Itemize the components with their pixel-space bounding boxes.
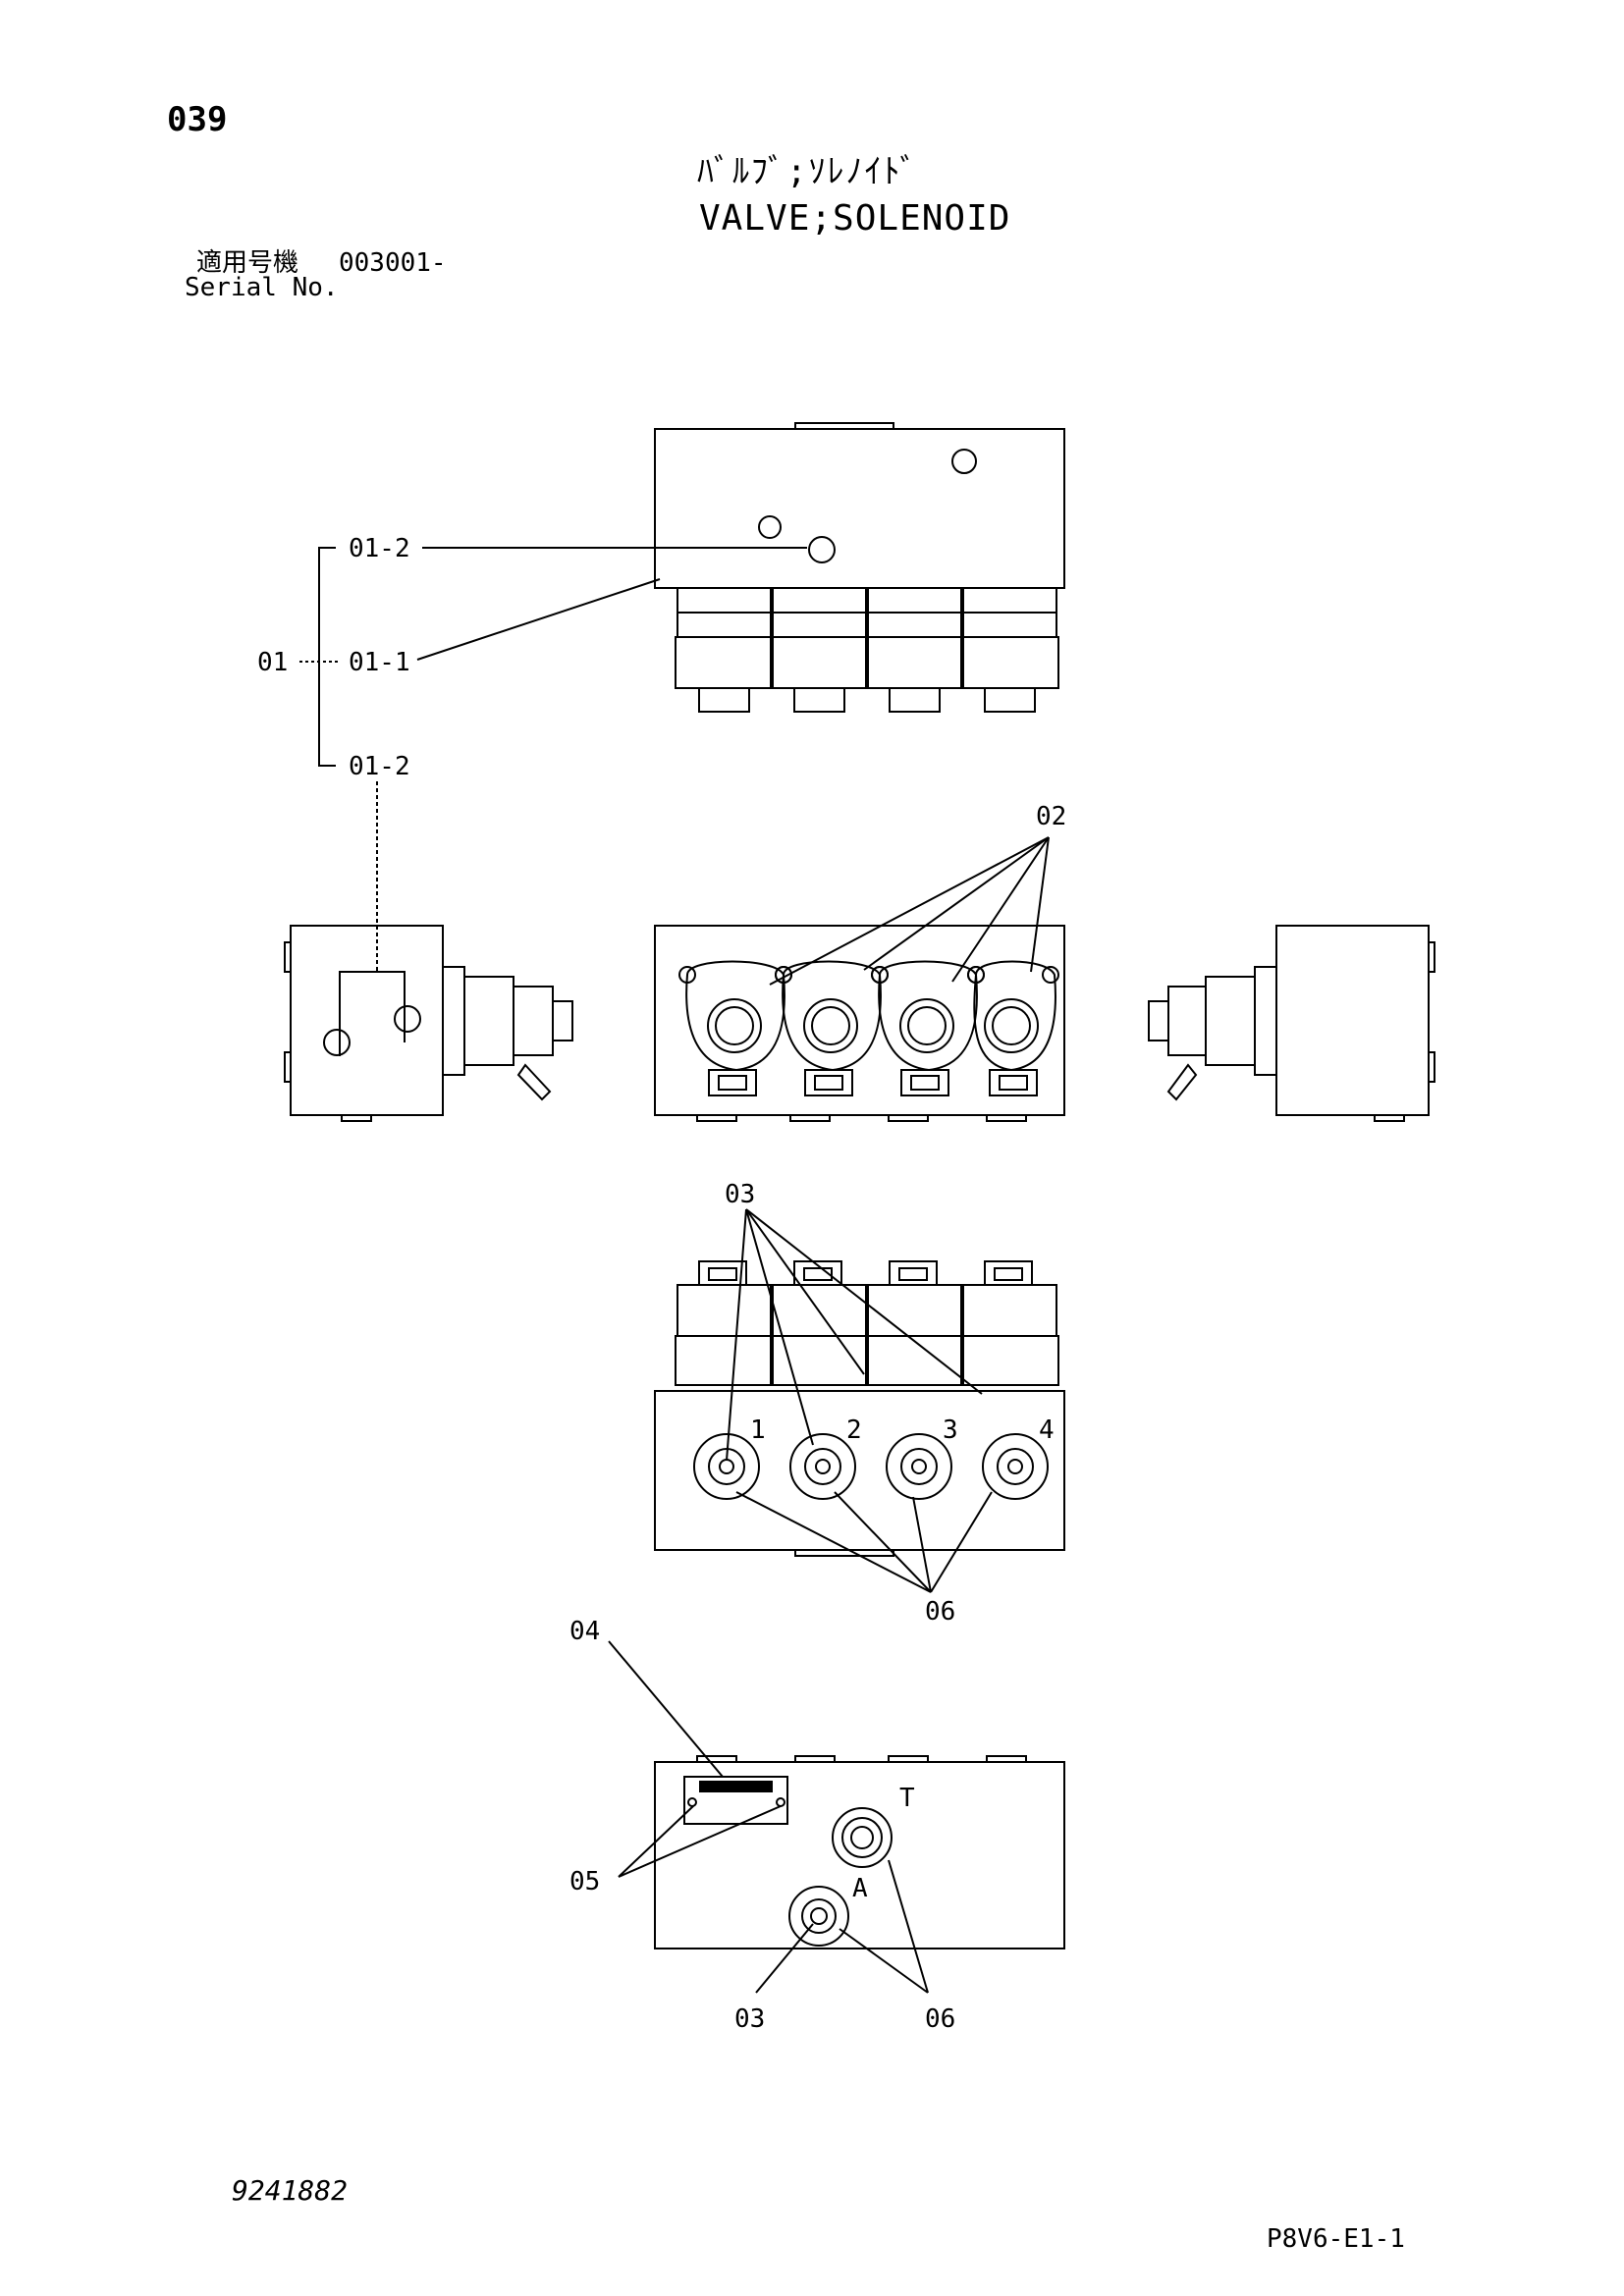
callout-06-upper: 06 <box>925 1597 955 1627</box>
leader-06-upper <box>735 1491 993 1593</box>
port-label-1: 1 <box>750 1415 766 1445</box>
leader-02 <box>769 836 1050 986</box>
callout-labels: 01-2 01 01-1 01-2 02 03 1 2 3 4 06 04 T … <box>257 534 1066 2034</box>
leader-05 <box>618 1805 694 1878</box>
callout-01-2-top: 01-2 <box>349 534 410 563</box>
serial-value: 003001- <box>339 248 447 278</box>
front-view <box>654 836 1065 1122</box>
port-label-4: 4 <box>1039 1415 1055 1445</box>
port-T <box>832 1807 893 1868</box>
port-side-view <box>654 1208 1065 1593</box>
callout-06-lower: 06 <box>925 2004 955 2034</box>
name-plate <box>683 1776 788 1825</box>
front-view-coil-2 <box>775 960 889 1096</box>
top-view-block-body <box>654 428 1065 589</box>
port-view-port-3 <box>886 1433 952 1500</box>
top-view-port-hole <box>951 449 977 474</box>
leader-03-lower <box>755 1923 814 1994</box>
front-view-body <box>654 925 1065 1116</box>
top-view <box>654 422 1065 713</box>
port-label-2: 2 <box>846 1415 862 1445</box>
leader-05 <box>618 1805 782 1878</box>
port-view-solenoid-2 <box>770 1260 869 1386</box>
title-japanese: ﾊﾞﾙﾌﾞ;ｿﾚﾉｲﾄﾞ <box>697 152 919 191</box>
top-view-plug-01-2 <box>808 536 836 563</box>
serial-label-japanese: 適用号機 <box>196 248 299 278</box>
serial-label-english: Serial No. <box>185 273 339 302</box>
port-label-A: A <box>852 1874 868 1903</box>
top-view-solenoid-4 <box>960 587 1059 713</box>
callout-01-group <box>299 547 807 972</box>
leader-01-1 <box>416 578 661 661</box>
callout-01: 01 <box>257 648 288 677</box>
callout-01-1: 01-1 <box>349 648 410 677</box>
leader-06-lower <box>839 1928 929 1994</box>
bottom-view <box>608 1640 1065 1994</box>
document-number: 9241882 <box>232 2174 349 2207</box>
left-view-plug <box>394 1005 421 1033</box>
right-side-view <box>1148 925 1435 1122</box>
port-view-solenoid-1 <box>675 1260 774 1386</box>
front-view-coil-4 <box>967 960 1059 1096</box>
page-number: 039 <box>167 100 228 139</box>
callout-03-lower: 03 <box>734 2004 765 2034</box>
port-view-solenoid-3 <box>865 1260 964 1386</box>
top-view-solenoid-2 <box>770 587 869 713</box>
right-view-connector <box>1166 1063 1198 1101</box>
right-view-body <box>1275 925 1430 1116</box>
rivet <box>776 1797 785 1807</box>
top-view-solenoid-3 <box>865 587 964 713</box>
top-view-top-port <box>794 422 894 430</box>
sheet-code: P8V6-E1-1 <box>1267 2224 1405 2254</box>
front-view-coil-3 <box>871 960 985 1096</box>
port-label-3: 3 <box>943 1415 958 1445</box>
port-view-port-4 <box>982 1433 1049 1500</box>
bracket-line <box>318 547 336 767</box>
leader-06-lower <box>888 1859 929 1994</box>
port-A <box>788 1886 849 1947</box>
left-view-connector <box>516 1063 552 1101</box>
bottom-view-body <box>654 1761 1065 1949</box>
callout-02: 02 <box>1036 802 1066 831</box>
left-view-plug <box>323 1029 351 1056</box>
callout-03-upper: 03 <box>725 1180 755 1209</box>
leader-04 <box>608 1640 724 1778</box>
left-side-view <box>284 925 573 1122</box>
leader-03-upper <box>726 1208 983 1462</box>
title-english: VALVE;SOLENOID <box>699 198 1011 239</box>
callout-04: 04 <box>569 1617 600 1646</box>
port-view-solenoid-4 <box>960 1260 1059 1386</box>
rivet <box>687 1797 697 1807</box>
top-view-solenoid-1 <box>675 587 774 713</box>
port-label-T: T <box>899 1784 915 1813</box>
front-view-coil-1 <box>678 960 792 1096</box>
top-view-port-hole <box>758 515 782 539</box>
callout-05: 05 <box>569 1867 600 1896</box>
callout-01-2-bottom: 01-2 <box>349 752 410 781</box>
port-view-port-2 <box>789 1433 856 1500</box>
name-plate-logo <box>699 1781 773 1792</box>
